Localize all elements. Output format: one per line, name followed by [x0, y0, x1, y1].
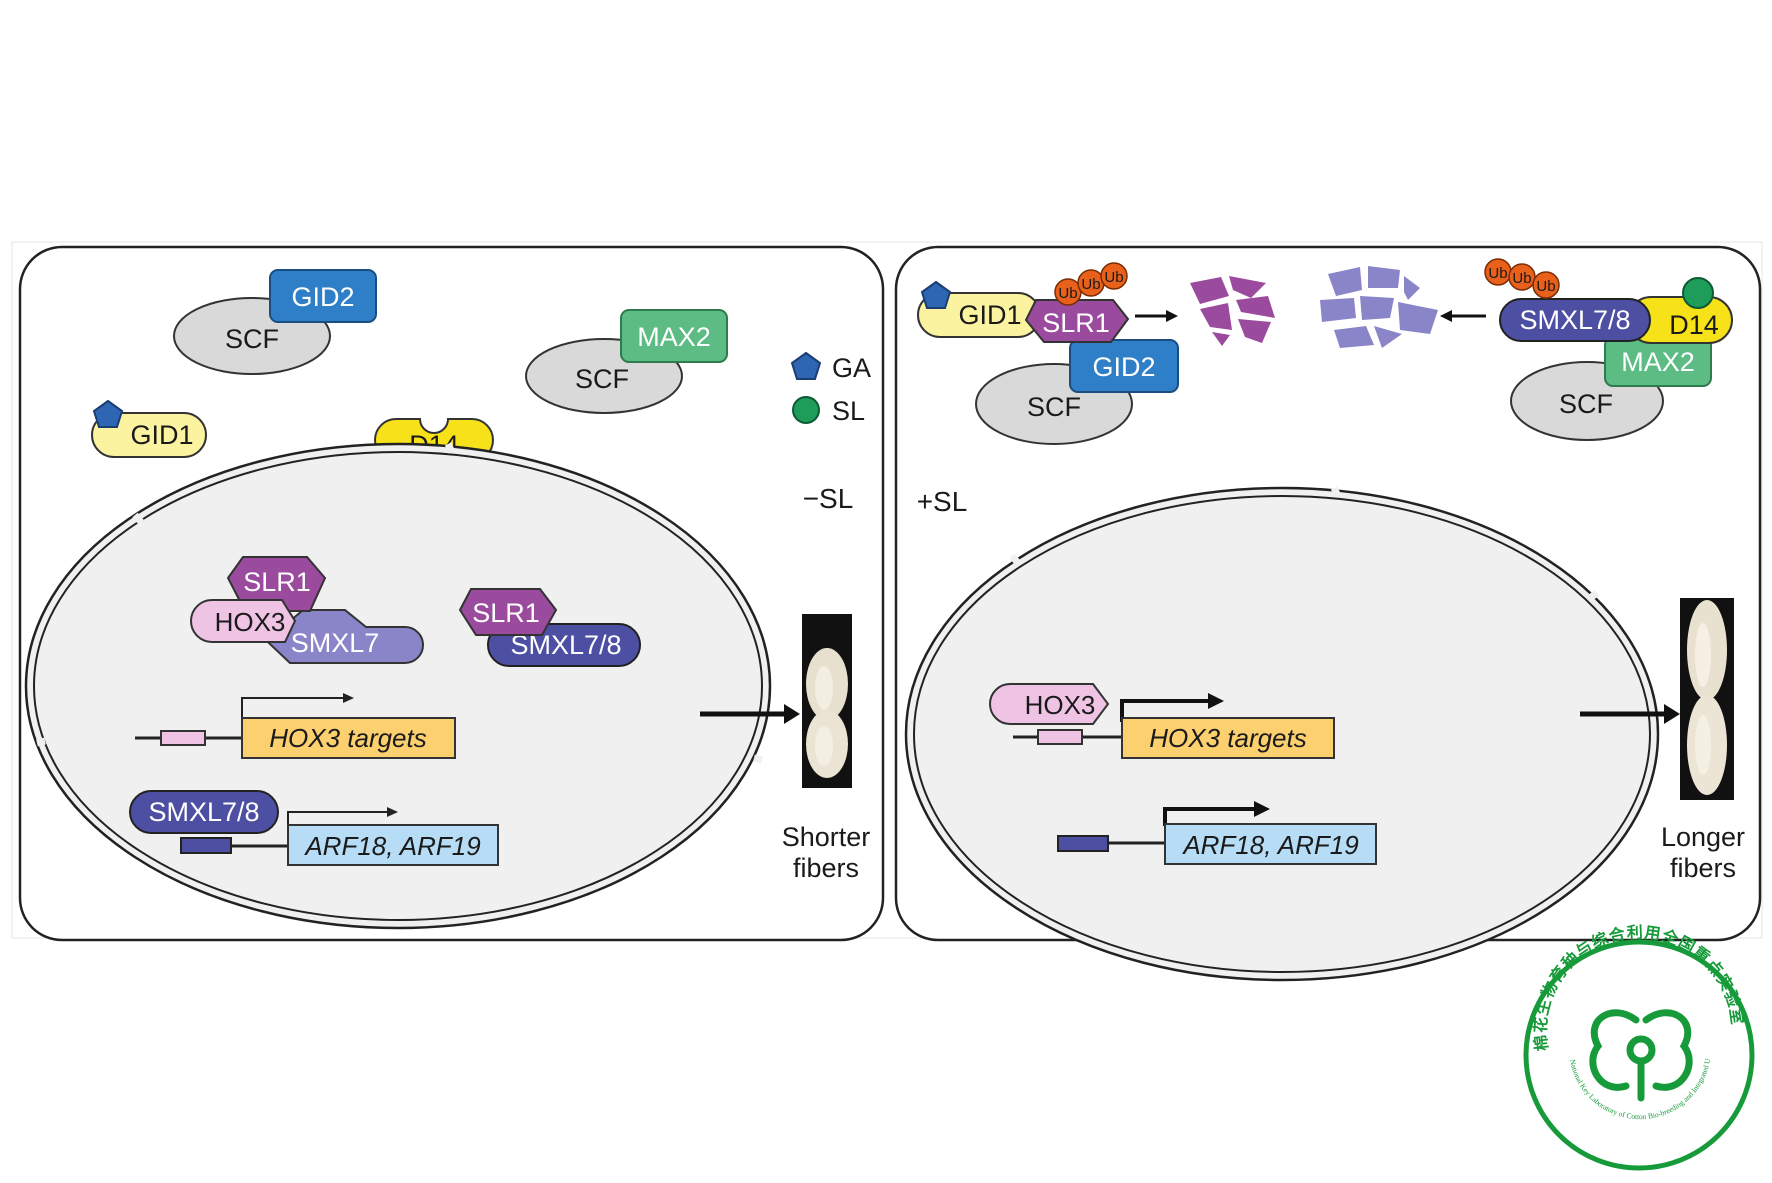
outcome-label: fibers — [1670, 853, 1736, 883]
ub-label: Ub — [1488, 265, 1507, 282]
max2-label: MAX2 — [1621, 347, 1695, 377]
gid1-label: GID1 — [958, 300, 1021, 330]
outcome-label: Longer — [1661, 822, 1745, 852]
condition-label: +SL — [917, 486, 968, 517]
hox3-label: HOX3 — [215, 607, 286, 637]
arrow-head-icon — [1440, 310, 1452, 322]
nuclear-envelope-inner — [33, 451, 763, 921]
nuclear-envelope-inner — [913, 495, 1651, 973]
gid2-label: GID2 — [291, 282, 354, 312]
slr1-label: SLR1 — [1042, 308, 1110, 338]
smxl78-label: SMXL7/8 — [1519, 305, 1630, 335]
ub-label: Ub — [1104, 269, 1123, 286]
hox3-shape — [190, 599, 297, 643]
transcription-start-line — [241, 697, 343, 722]
gid2-label: GID2 — [1092, 352, 1155, 382]
sl-circle-icon — [1682, 277, 1714, 309]
left-panel: SCF GID2 SCF MAX2 GA SL GID1 D14 −SL — [18, 245, 885, 942]
condition-label: −SL — [803, 483, 854, 514]
transcription-start-line — [1163, 807, 1256, 826]
slr1-shape — [458, 588, 558, 636]
outcome-label: Shorter — [782, 822, 871, 852]
nuclear-pores — [36, 442, 763, 764]
arf-genes-box — [1164, 823, 1377, 865]
arf-genes-label: ARF18, ARF19 — [303, 831, 480, 861]
logo-outer-ring — [1523, 939, 1755, 1171]
cotton-boll-icon — [1589, 1009, 1693, 1102]
smxl78-dna-shape — [129, 790, 279, 834]
promoter-element — [160, 730, 206, 746]
transcription-arrow-icon — [1254, 801, 1270, 817]
nuclear-pores — [924, 486, 1600, 781]
gid2-box — [1069, 339, 1179, 393]
arf-genes-label: ARF18, ARF19 — [1181, 830, 1358, 860]
transcription-start-line — [287, 811, 387, 826]
ga-pentagon-icon — [790, 351, 822, 380]
gid2-box — [269, 269, 377, 323]
ub-label: Ub — [1512, 270, 1531, 287]
promoter-element — [1037, 729, 1083, 745]
outcome-label: fibers — [793, 853, 859, 883]
ubiquitin-chain: Ub Ub Ub — [1054, 262, 1128, 306]
max2-box — [620, 309, 728, 363]
d14-label: D14 — [1669, 310, 1719, 340]
transcription-arrow-icon — [1208, 693, 1224, 709]
gid1-shape — [91, 412, 207, 458]
hox3-label: HOX3 — [1025, 690, 1096, 720]
scf-label: SCF — [225, 324, 279, 354]
degraded-slr1-fragments — [1190, 276, 1275, 346]
smxl78-label: SMXL7/8 — [148, 797, 259, 827]
ub-label: Ub — [1081, 276, 1100, 293]
slr1-label: SLR1 — [243, 567, 311, 597]
max2-label: MAX2 — [637, 322, 711, 352]
ga-pentagon-icon — [92, 399, 124, 428]
arrow-head-icon — [784, 704, 800, 724]
slr1-shape — [1024, 299, 1130, 343]
promoter-element — [180, 837, 232, 854]
hox3-targets-box — [241, 717, 456, 759]
hox3-targets-label: HOX3 targets — [269, 723, 427, 753]
ub-label: Ub — [1058, 285, 1077, 302]
hox3-shape — [989, 683, 1110, 725]
smxl78-shape — [1499, 298, 1651, 342]
scf-label: SCF — [1027, 392, 1081, 422]
legend-sl-label: SL — [832, 396, 865, 426]
scf-label: SCF — [575, 364, 629, 394]
arrow-head-icon — [1664, 704, 1680, 724]
hox3-targets-box — [1121, 717, 1335, 759]
slr1-label: SLR1 — [472, 598, 540, 628]
legend-ga-label: GA — [832, 353, 871, 383]
transcription-arrow-icon — [343, 693, 354, 703]
slr1-shape — [226, 556, 327, 612]
gid1-label: GID1 — [130, 420, 193, 450]
degraded-smxl78-fragments — [1320, 266, 1438, 348]
ga-pentagon-icon — [920, 280, 952, 309]
scf-label: SCF — [1559, 389, 1613, 419]
ubiquitin-chain: Ub Ub Ub — [1484, 258, 1560, 299]
hox3-targets-label: HOX3 targets — [1149, 723, 1307, 753]
arrow-head-icon — [1166, 310, 1178, 322]
ub-label: Ub — [1536, 278, 1555, 295]
smxl7-label: SMXL7 — [291, 628, 380, 658]
sl-circle-icon — [792, 396, 820, 424]
transcription-arrow-icon — [387, 807, 398, 817]
promoter-element — [1057, 835, 1109, 852]
arf-genes-box — [287, 824, 499, 866]
transcription-start-line — [1120, 699, 1210, 722]
right-panel: GID1 SCF GID2 SLR1 Ub Ub Ub — [894, 245, 1762, 982]
